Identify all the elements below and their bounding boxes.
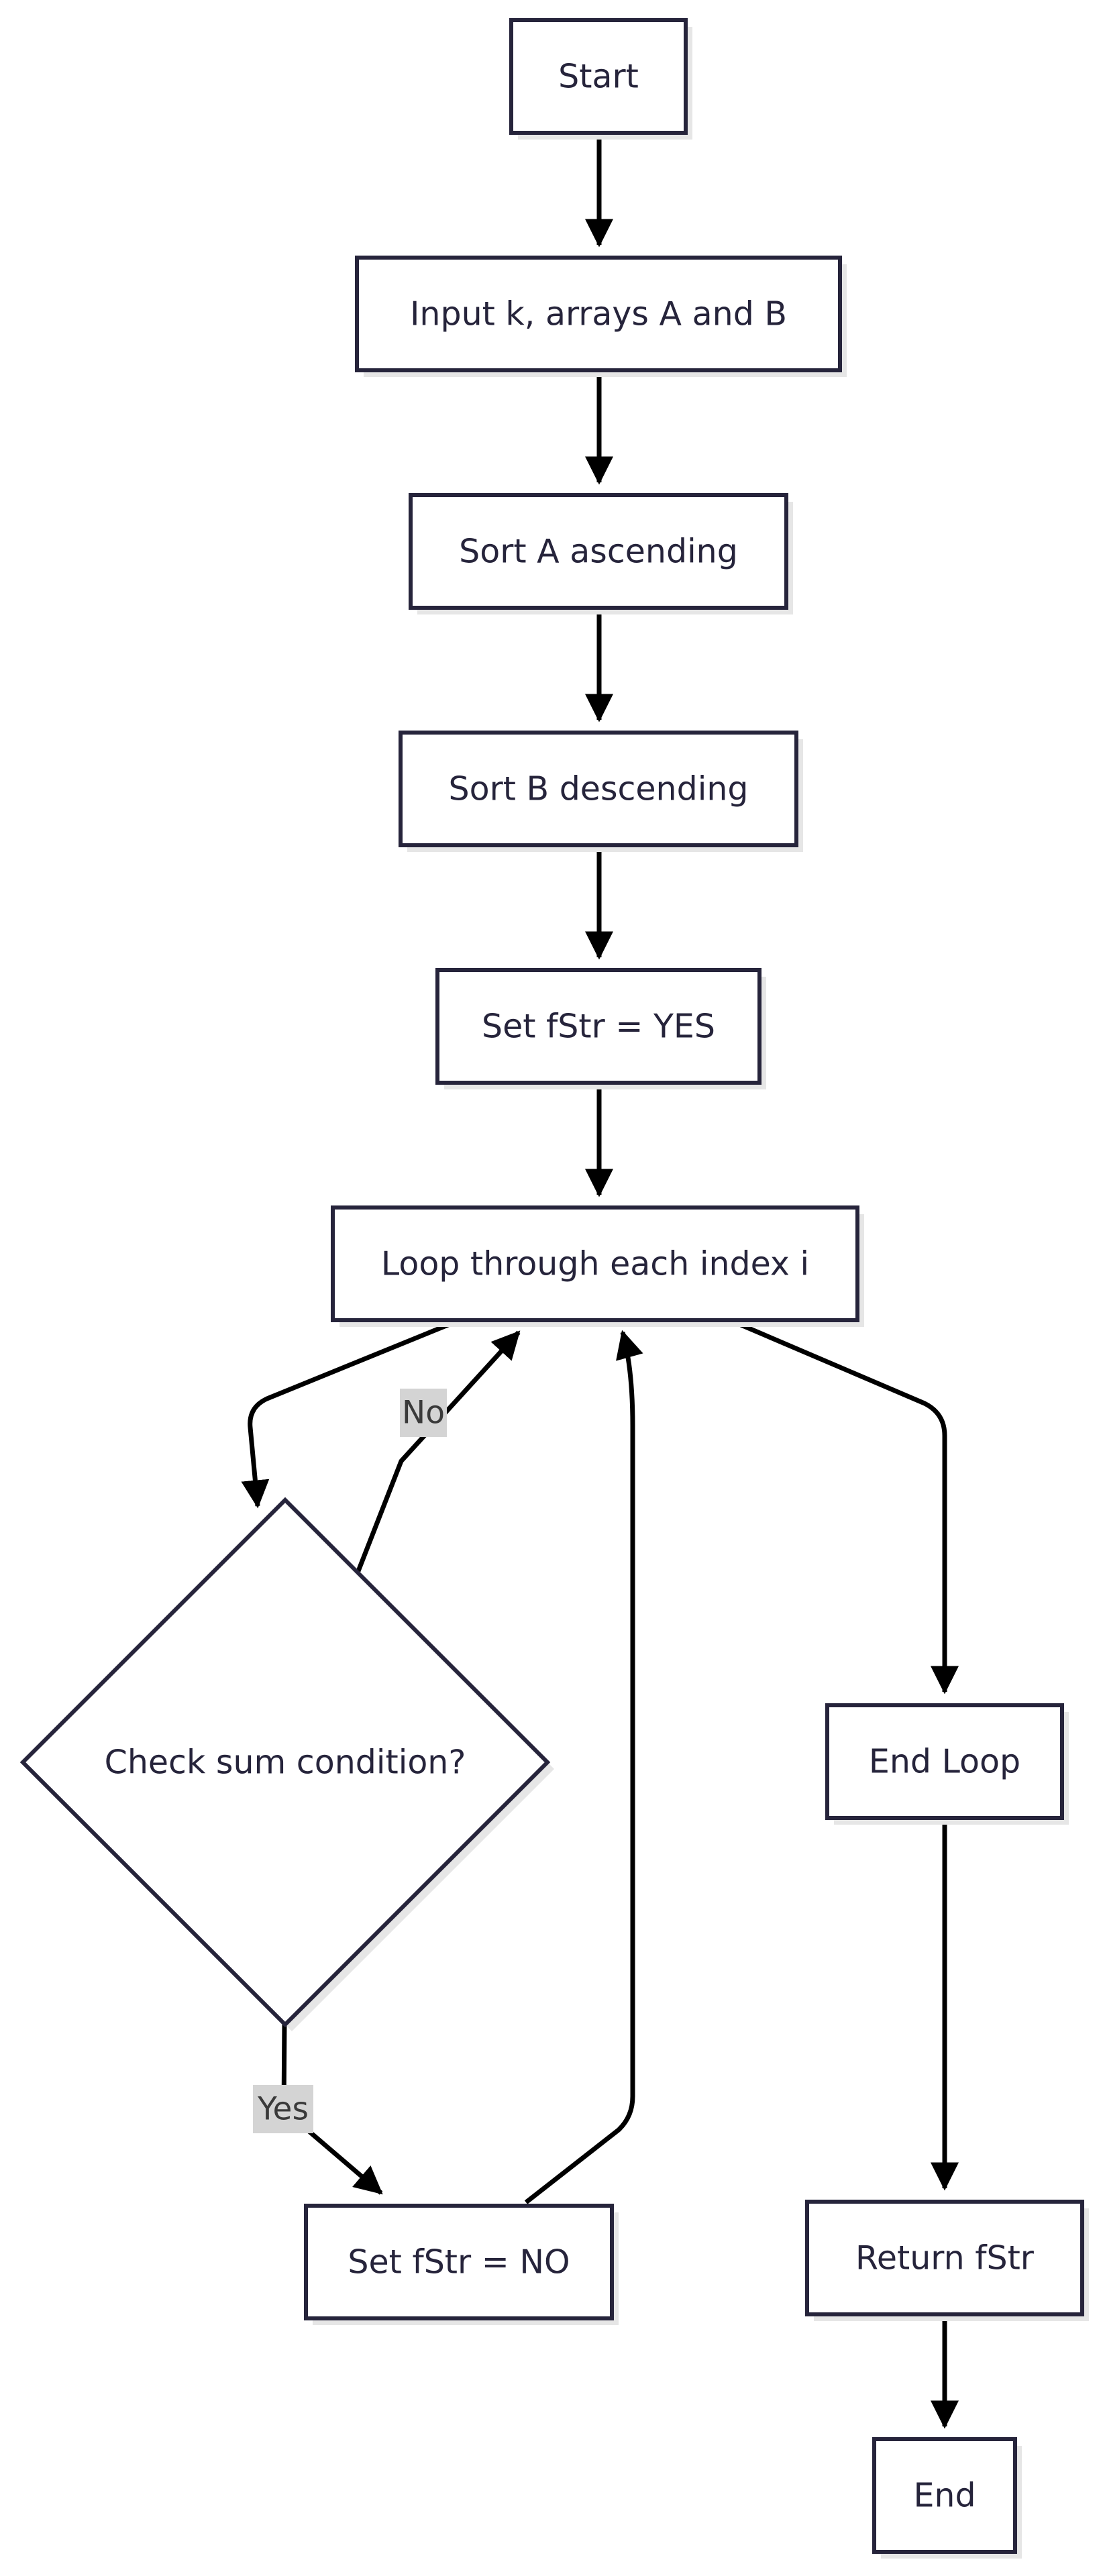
node-loop: Loop through each index i	[331, 1205, 864, 1327]
edge-set-no-to-loop	[524, 1330, 643, 2204]
node-return: Return fStr	[805, 2200, 1089, 2321]
node-end-loop: End Loop	[825, 1703, 1069, 1825]
node-set-yes: Set fStr = YES	[435, 968, 766, 1089]
node-check-decision: Check sum condition?	[19, 1497, 554, 2031]
node-set-no-label: Set fStr = NO	[348, 2243, 570, 2282]
node-sort-a-label: Sort A ascending	[459, 533, 738, 571]
node-sort-b: Sort B descending	[399, 731, 803, 852]
edge-label-yes: Yes	[253, 2085, 313, 2133]
node-end-loop-label: End Loop	[869, 1743, 1020, 1781]
edge-loop-to-check	[241, 1318, 461, 1509]
edge-label-no: No	[400, 1389, 447, 1437]
node-set-yes-label: Set fStr = YES	[482, 1008, 715, 1046]
node-check-label: Check sum condition?	[105, 1743, 466, 1782]
node-sort-b-label: Sort B descending	[448, 770, 748, 808]
edge-loop-to-end-loop	[729, 1318, 959, 1695]
edge-check-no-to-loop	[356, 1330, 521, 1572]
node-return-label: Return fStr	[855, 2239, 1035, 2277]
node-set-no: Set fStr = NO	[304, 2204, 619, 2325]
edges	[241, 133, 959, 2429]
node-start-label: Start	[558, 58, 639, 96]
node-loop-label: Loop through each index i	[381, 1245, 809, 1283]
node-input-label: Input k, arrays A and B	[410, 295, 787, 333]
node-end: End	[872, 2437, 1022, 2559]
node-sort-a: Sort A ascending	[409, 493, 793, 614]
node-start: Start	[509, 18, 692, 140]
edge-label-yes-text: Yes	[257, 2091, 309, 2128]
edge-label-no-text: No	[402, 1395, 445, 1432]
node-end-label: End	[913, 2477, 976, 2515]
node-input: Input k, arrays A and B	[355, 256, 847, 377]
